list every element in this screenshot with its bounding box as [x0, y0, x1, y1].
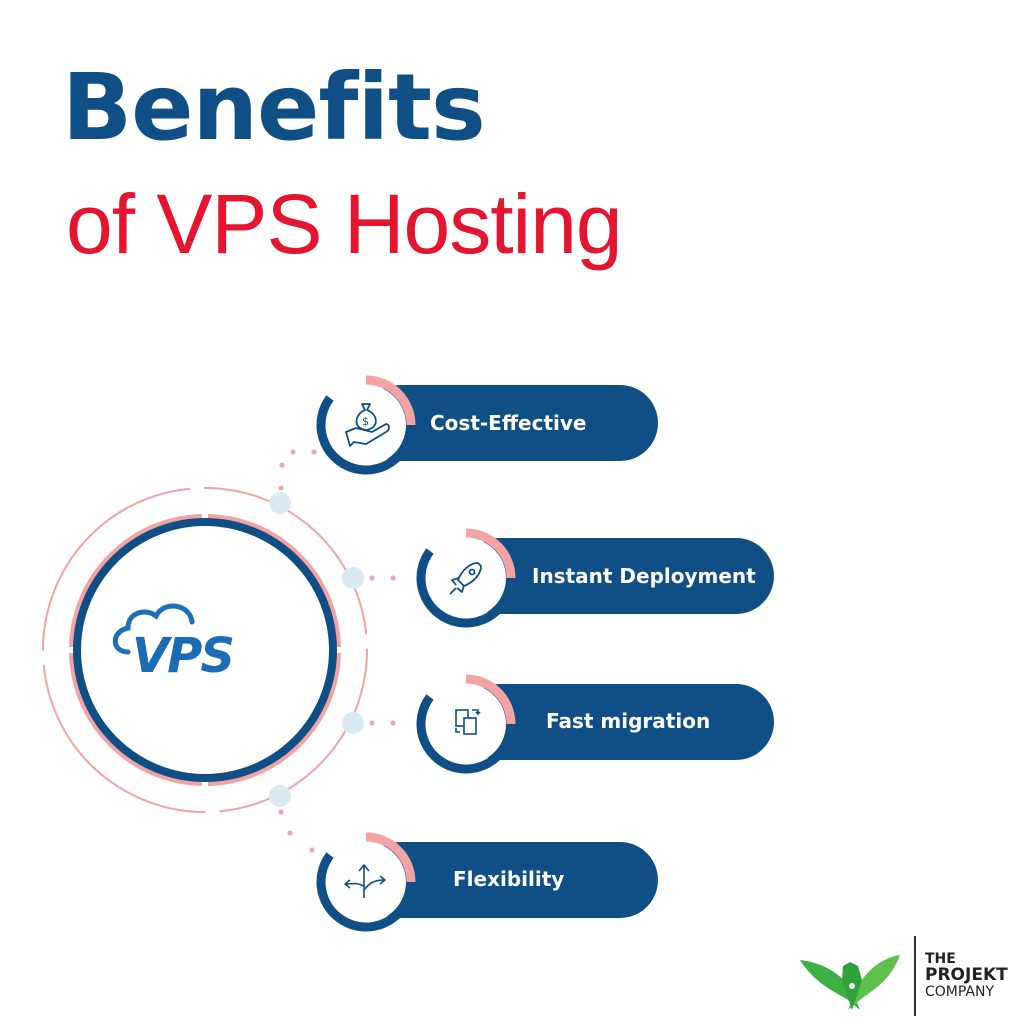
benefit-label-instant-deployment: Instant Deployment — [532, 564, 756, 588]
title-line-2: of VPS Hosting — [66, 177, 623, 271]
benefit-label-cost-effective: Cost-Effective — [430, 411, 587, 435]
winged-pen-icon — [800, 955, 900, 1010]
split-arrows-icon — [344, 864, 386, 898]
brand-line-1: THE — [925, 951, 956, 967]
brand-divider — [914, 936, 916, 1016]
brand-name: THE PROJEKT COMPANY — [925, 952, 1008, 999]
cloud-icon — [112, 603, 195, 655]
ring-nodes — [269, 492, 364, 807]
svg-text:$: $ — [362, 415, 369, 428]
brand-line-3: COMPANY — [925, 983, 995, 1000]
benefit-card-flexibility — [316, 832, 658, 932]
file-transfer-icon — [455, 709, 481, 735]
outer-ring — [42, 487, 368, 813]
navy-ring — [73, 518, 337, 782]
money-bag-hand-icon: $ — [345, 403, 390, 447]
benefit-label-flexibility: Flexibility — [453, 867, 565, 891]
benefit-card-instant-deployment — [416, 528, 774, 628]
vps-logo: VPS — [112, 603, 235, 684]
benefit-label-fast-migration: Fast migration — [546, 709, 711, 733]
benefit-card-cost-effective — [316, 375, 658, 475]
title-line-1: Benefits — [62, 54, 486, 161]
rocket-icon — [449, 562, 482, 595]
dotted-connectors — [278, 449, 396, 853]
svg-text:VPS: VPS — [132, 628, 233, 684]
brand-line-2: PROJEKT — [925, 964, 1008, 985]
